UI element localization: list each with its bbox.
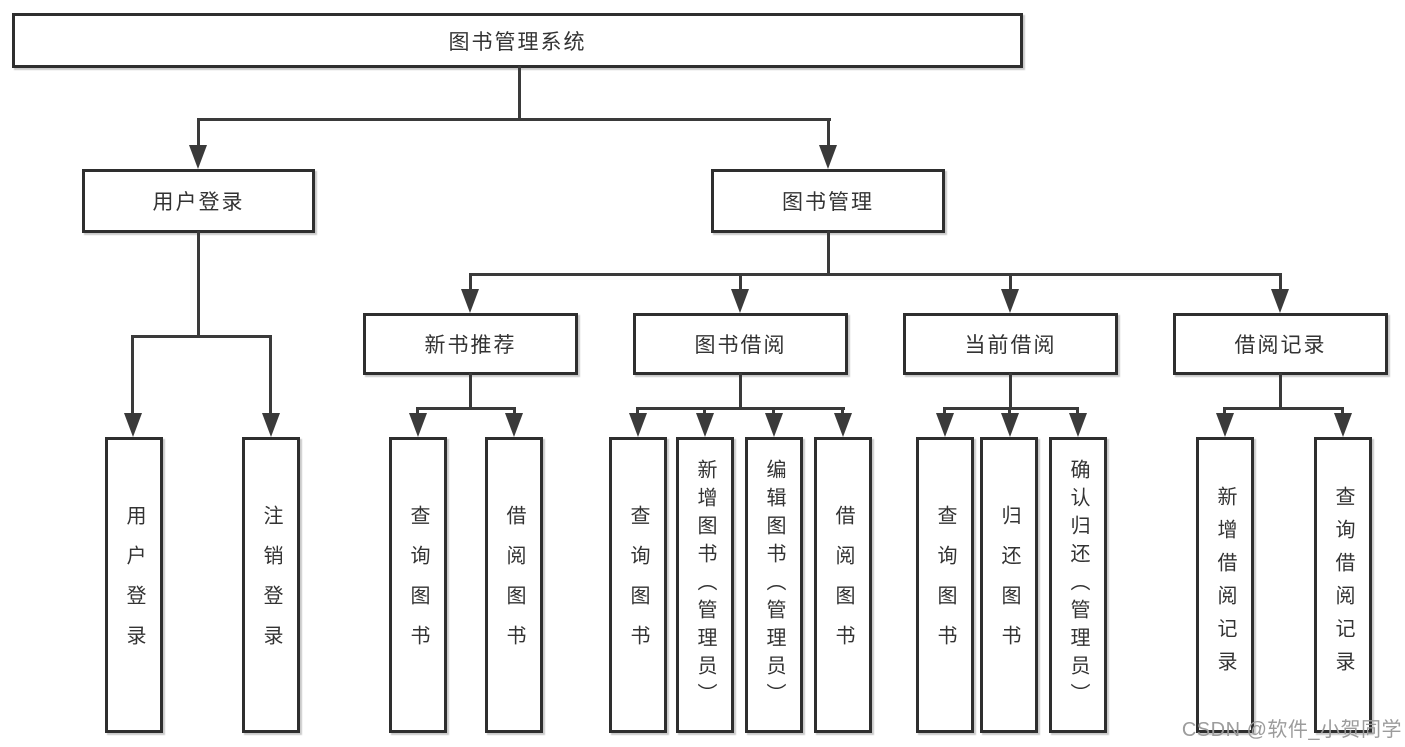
connector-line	[1279, 373, 1282, 410]
node-label: 查询图书	[407, 505, 429, 665]
node-label: 用户登录	[152, 191, 245, 214]
node-label: 用户登录	[123, 505, 145, 665]
node-leaf-logout: 注销登录	[242, 437, 300, 733]
arrowhead-down-icon	[461, 289, 479, 313]
node-leaf-borrow-books-recommend: 借阅图书	[485, 437, 543, 733]
node-book-borrow: 图书借阅	[633, 313, 848, 375]
node-label: 编辑图书（管理员）	[763, 459, 785, 711]
connector-line	[827, 118, 830, 148]
connector-line	[1223, 407, 1344, 410]
arrowhead-down-icon	[124, 413, 142, 437]
arrowhead-down-icon	[505, 413, 523, 437]
node-label: 新书推荐	[424, 334, 517, 357]
node-label: 当前借阅	[964, 334, 1057, 357]
connector-line	[739, 273, 742, 293]
arrowhead-down-icon	[1001, 289, 1019, 313]
connector-line	[1341, 407, 1344, 417]
connector-line	[416, 407, 516, 410]
connector-line	[943, 407, 946, 417]
connector-line	[131, 335, 134, 415]
node-new-book-recommend: 新书推荐	[363, 313, 578, 375]
arrowhead-down-icon	[189, 145, 207, 169]
connector-line	[636, 407, 639, 417]
node-label: 新增借阅记录	[1214, 486, 1236, 684]
connector-line	[739, 373, 742, 410]
node-leaf-add-books-admin: 新增图书（管理员）	[676, 437, 734, 733]
node-label: 新增图书（管理员）	[694, 459, 716, 711]
node-label: 确认归还（管理员）	[1067, 459, 1089, 711]
node-user-login: 用户登录	[82, 169, 315, 233]
arrowhead-down-icon	[731, 289, 749, 313]
node-label: 借阅图书	[503, 505, 525, 665]
arrowhead-down-icon	[1334, 413, 1352, 437]
connector-line	[943, 407, 1079, 410]
node-label: 归还图书	[998, 505, 1020, 665]
node-label: 查询借阅记录	[1332, 486, 1354, 684]
node-label: 借阅记录	[1234, 334, 1327, 357]
node-leaf-query-books-current: 查询图书	[916, 437, 974, 733]
node-book-management: 图书管理	[711, 169, 945, 233]
connector-line	[131, 335, 272, 338]
connector-line	[1076, 407, 1079, 417]
arrowhead-down-icon	[936, 413, 954, 437]
node-library-management-system: 图书管理系统	[12, 13, 1023, 68]
connector-line	[513, 407, 516, 417]
connector-line	[469, 273, 472, 293]
arrowhead-down-icon	[629, 413, 647, 437]
node-label: 图书借阅	[694, 334, 787, 357]
connector-line	[197, 118, 831, 121]
connector-line	[1279, 273, 1282, 293]
node-current-borrow: 当前借阅	[903, 313, 1118, 375]
arrowhead-down-icon	[262, 413, 280, 437]
arrowhead-down-icon	[1271, 289, 1289, 313]
node-leaf-query-books-recommend: 查询图书	[389, 437, 447, 733]
connector-line	[703, 407, 706, 417]
connector-line	[197, 118, 200, 148]
connector-line	[772, 407, 775, 417]
connector-line	[1009, 373, 1012, 410]
connector-line	[469, 273, 1282, 276]
node-leaf-return-books: 归还图书	[980, 437, 1038, 733]
node-label: 借阅图书	[832, 505, 854, 665]
connector-line	[197, 231, 200, 338]
arrowhead-down-icon	[1001, 413, 1019, 437]
node-leaf-confirm-return-admin: 确认归还（管理员）	[1049, 437, 1107, 733]
connector-line	[269, 335, 272, 415]
arrowhead-down-icon	[409, 413, 427, 437]
node-borrow-records: 借阅记录	[1173, 313, 1388, 375]
connector-line	[469, 373, 472, 410]
node-leaf-user-login: 用户登录	[105, 437, 163, 733]
node-leaf-edit-books-admin: 编辑图书（管理员）	[745, 437, 803, 733]
node-leaf-add-borrow-record: 新增借阅记录	[1196, 437, 1254, 733]
arrowhead-down-icon	[1216, 413, 1234, 437]
node-leaf-query-borrow-record: 查询借阅记录	[1314, 437, 1372, 733]
watermark: CSDN @软件_小贺同学	[1181, 719, 1402, 741]
connector-line	[636, 407, 845, 410]
connector-line	[1009, 273, 1012, 293]
node-label: 图书管理	[782, 191, 874, 214]
connector-line	[518, 66, 521, 121]
arrowhead-down-icon	[834, 413, 852, 437]
arrowhead-down-icon	[1069, 413, 1087, 437]
node-label: 注销登录	[260, 505, 282, 665]
node-label: 图书管理系统	[448, 30, 587, 54]
arrowhead-down-icon	[696, 413, 714, 437]
arrowhead-down-icon	[819, 145, 837, 169]
connector-line	[827, 231, 830, 276]
connector-line	[1008, 407, 1011, 417]
node-leaf-borrow-books: 借阅图书	[814, 437, 872, 733]
connector-line	[416, 407, 419, 417]
node-leaf-query-books-borrow: 查询图书	[609, 437, 667, 733]
node-label: 查询图书	[627, 505, 649, 665]
arrowhead-down-icon	[765, 413, 783, 437]
connector-line	[1223, 407, 1226, 417]
node-label: 查询图书	[934, 505, 956, 665]
connector-line	[841, 407, 844, 417]
